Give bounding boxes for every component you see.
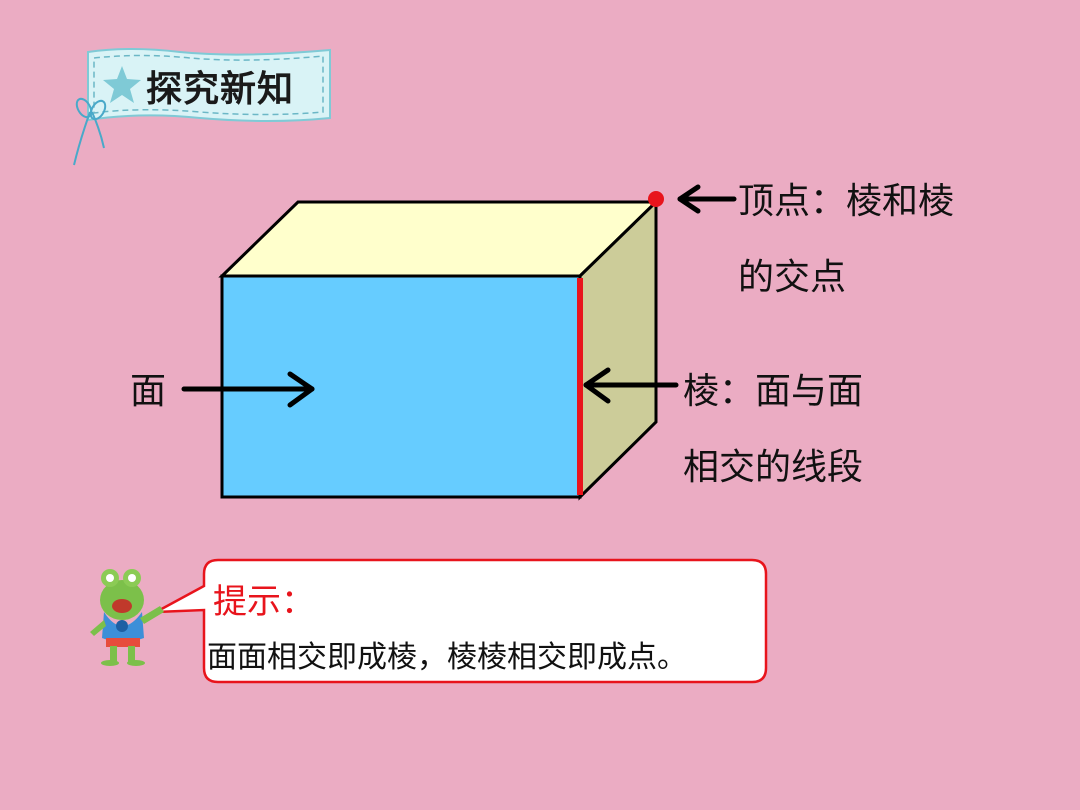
frog-mascot <box>90 569 164 666</box>
vertex-label-line1: 顶点：棱和棱 <box>738 181 955 222</box>
cuboid <box>218 191 664 501</box>
face-arrow <box>181 371 315 408</box>
hint-text: 面面相交即成棱，棱棱相交即成点。 <box>207 640 687 675</box>
edge-label-line2: 相交的线段 <box>683 447 864 488</box>
face-label: 面 <box>130 371 167 412</box>
star-icon <box>103 66 141 103</box>
vertex-arrow <box>677 184 737 214</box>
hint-callout <box>155 558 768 684</box>
vertex-dot <box>648 191 664 207</box>
section-title: 探究新知 <box>146 69 295 110</box>
hint-title: 提示： <box>213 582 315 622</box>
vertex-label-line2: 的交点 <box>738 257 847 298</box>
title-banner <box>73 48 331 166</box>
ribbon-icon <box>73 97 107 166</box>
edge-arrow <box>583 367 679 404</box>
edge-label-line1: 棱：面与面 <box>683 371 864 412</box>
